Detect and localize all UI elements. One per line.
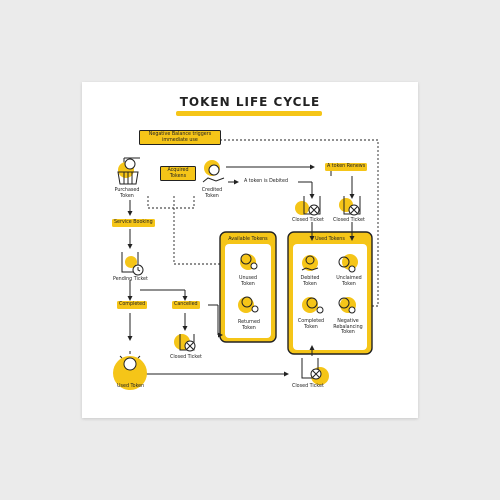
completed-token-label: Completed Token — [297, 319, 325, 330]
title-underline — [176, 111, 322, 116]
service-booking-label: Service Booking — [112, 219, 155, 227]
used-tokens-title: Used Tokens — [315, 237, 345, 242]
token-icon — [338, 297, 356, 314]
negative-balance-label: Negative Balance triggers immediate use — [139, 130, 221, 146]
available-tokens-title: Available Tokens — [228, 237, 268, 242]
returned-token-label: Returned Token — [238, 320, 260, 331]
ticket-icon — [301, 358, 322, 380]
token-icon — [240, 253, 258, 270]
ticket-icon — [303, 196, 321, 216]
closed-ticket-2-label: Closed Ticket — [333, 218, 365, 223]
closed-ticket-1-label: Closed Ticket — [292, 218, 324, 223]
used-token-icon — [119, 351, 141, 371]
used-token-label: Used Token — [117, 384, 145, 389]
hand-coin-icon — [202, 164, 225, 183]
page-title: TOKEN LIFE CYCLE — [179, 95, 321, 109]
acquired-tokens-label: Acquired Tokens — [160, 166, 196, 182]
closed-ticket-3-label: Closed Ticket — [170, 355, 202, 360]
purchased-token-label: Purchased Token — [114, 188, 140, 199]
token-icon — [338, 256, 356, 273]
cancelled-label: Cancelled — [172, 301, 200, 309]
pending-ticket-icon — [121, 252, 144, 276]
debited-token-label: Debited Token — [300, 276, 320, 287]
pending-ticket-label: Pending Ticket — [113, 277, 148, 282]
closed-ticket-4-label: Closed Ticket — [292, 384, 324, 389]
token-icon — [241, 296, 259, 313]
token-icon — [306, 297, 324, 314]
unclaimed-token-label: Unclaimed Token — [336, 276, 362, 287]
credited-token-label: Credited Token — [201, 188, 223, 199]
basket-icon — [117, 158, 139, 185]
ticket-icon — [343, 196, 361, 216]
negative-rebalancing-token-label: Negative Rebalancing Token — [333, 319, 363, 336]
ticket-icon — [179, 334, 196, 352]
unused-token-label: Unused Token — [238, 276, 258, 287]
token-icon — [301, 255, 319, 271]
token-debited-label: A token is Debited — [244, 179, 289, 184]
completed-label: Completed — [117, 301, 148, 309]
token-renews-label: A token Renews — [325, 163, 368, 171]
